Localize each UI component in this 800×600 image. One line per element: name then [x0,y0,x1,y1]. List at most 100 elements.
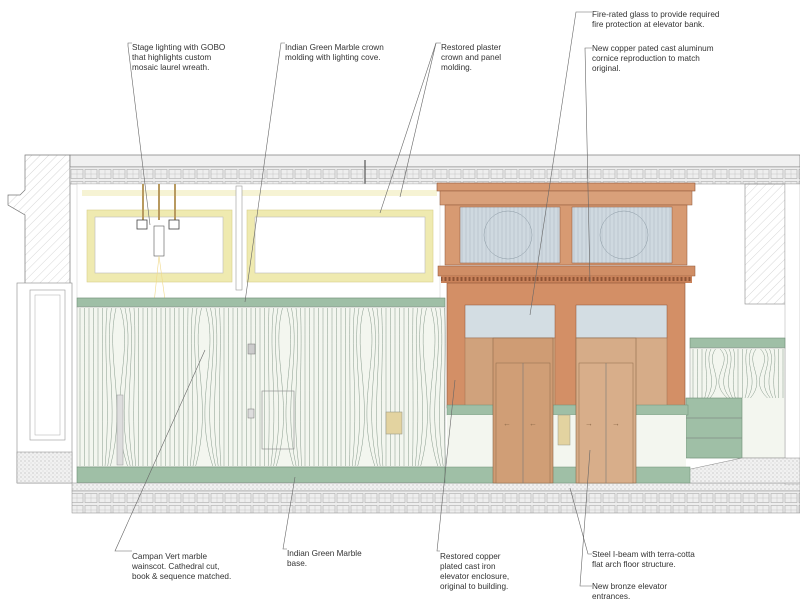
marble-grain-line [376,307,381,467]
arrow-left-icon: ← [529,419,537,428]
marble-grain-line [434,307,441,467]
marble-grain-line [420,307,428,467]
fire-rated-glass [459,206,561,264]
label-line: mosaic laurel wreath. [132,63,209,72]
right-wall-zone [679,183,800,485]
marble-grain-line [759,348,768,399]
marble-grain-line [354,307,360,467]
marble-grain-line [415,307,419,467]
marble-grain-line [444,307,447,467]
annotation-fire-glass: Fire-rated glass to provide required fir… [592,10,720,29]
label-line: Steel I-beam with terra-cotta [592,550,695,559]
marble-grain-line [195,307,203,467]
access-panel [261,390,295,450]
marble-grain-line [219,307,222,467]
marble-grain-line [123,307,131,467]
marble-grain-line [357,307,365,467]
label-line: Fire-rated glass to provide required [592,10,720,19]
campan-vert-wainscot [76,306,447,468]
marble-grain-line [709,348,717,399]
marble-grain-line [110,307,118,467]
annotation-bronze-entrances: New bronze elevator entrances. [592,582,667,600]
handrail-icon [116,394,124,466]
label-line: wainscot. Cathedral cut, [131,562,219,571]
marble-grain-line [750,348,758,399]
label-line: entrances. [592,592,630,600]
label-line: crown and panel [441,53,501,62]
label-line: Restored copper [440,552,501,561]
marble-grain-line [773,348,776,399]
marble-grain-line [417,307,423,467]
label-line: Indian Green Marble crown [285,43,384,52]
annotation-crown-molding: Indian Green Marble crown molding with l… [285,43,384,62]
label-line: plated cast iron [440,562,496,571]
marble-grain-line [300,307,302,467]
marble-grain-line [133,307,136,467]
label-line: original to building. [440,582,508,591]
stair [685,397,743,459]
label-line: molding. [441,63,472,72]
marble-grain-line [273,307,279,467]
marble-grain-line [718,348,728,399]
marble-grain-line [107,307,113,467]
marble-grain-line [295,307,300,467]
green-marble-crown-molding [76,297,446,308]
annotation-campan-vert: Campan Vert marble wainscot. Cathedral c… [131,552,231,581]
plaster-cove-zone [76,183,441,484]
arrow-left-icon: ← [503,419,511,428]
marble-grain-line [104,307,108,467]
annotation-elevator-enclosure: Restored copper plated cast iron elevato… [440,552,509,591]
marble-grain-line [214,307,219,467]
marble-grain-line [764,348,771,399]
marble-grain-line [128,307,134,467]
outlet-icon [247,408,255,419]
marble-grain-line [439,307,444,467]
label-line: Stage lighting with GOBO [132,43,225,52]
marble-grain-line [768,348,774,399]
marble-grain-line [707,348,712,399]
marble-grain-line [429,307,439,467]
label-line: molding with lighting cove. [285,53,381,62]
leader-lines [114,11,592,587]
marble-grain-line [733,348,736,399]
elevator-enclosure [436,182,696,484]
marble-grain-line [290,307,297,467]
label-line: book & sequence matched. [132,572,231,581]
marble-grain-line [204,307,214,467]
marble-grain-line [747,348,753,399]
label-line: New bronze elevator [592,582,667,591]
marble-grain-line [744,348,748,399]
annotation-stage-lighting: Stage lighting with GOBO that highlights… [132,43,225,72]
keypad-icon[interactable] [385,411,403,435]
green-marble-base [76,466,446,484]
ceiling-slab [69,154,800,185]
marble-grain-line [285,307,294,467]
marble-grain-line [276,307,284,467]
exterior-wall-section [7,154,73,484]
label-line: Campan Vert marble [132,552,208,561]
annotation-copper-cornice: New copper pated cast aluminum cornice r… [592,44,714,73]
call-button-icon[interactable] [557,414,571,446]
annotation-green-base: Indian Green Marble base. [287,549,362,568]
marble-grain-line [209,307,216,467]
marble-grain-line [267,307,270,467]
elevator-door-1[interactable]: ← ← [492,337,554,484]
annotation-plaster-crown: Restored plaster crown and panel molding… [441,43,501,72]
marble-grain-line [192,307,198,467]
light-switch-icon[interactable] [247,343,256,355]
label-line: that highlights custom [132,53,211,62]
marble-grain-line [371,307,378,467]
floor-slab [71,482,800,514]
marble-grain-line [270,307,275,467]
label-line: Indian Green Marble [287,549,362,558]
label-line: New copper pated cast aluminum [592,44,714,53]
annotation-steel-beam: Steel I-beam with terra-cotta flat arch … [592,550,695,569]
label-line: base. [287,559,307,568]
arrow-right-icon: → [585,419,593,428]
marble-grain-line [190,307,194,467]
marble-grain-line [728,348,733,399]
label-line: fire protection at elevator bank. [592,20,704,29]
elevator-door-2[interactable]: → → [575,337,637,484]
